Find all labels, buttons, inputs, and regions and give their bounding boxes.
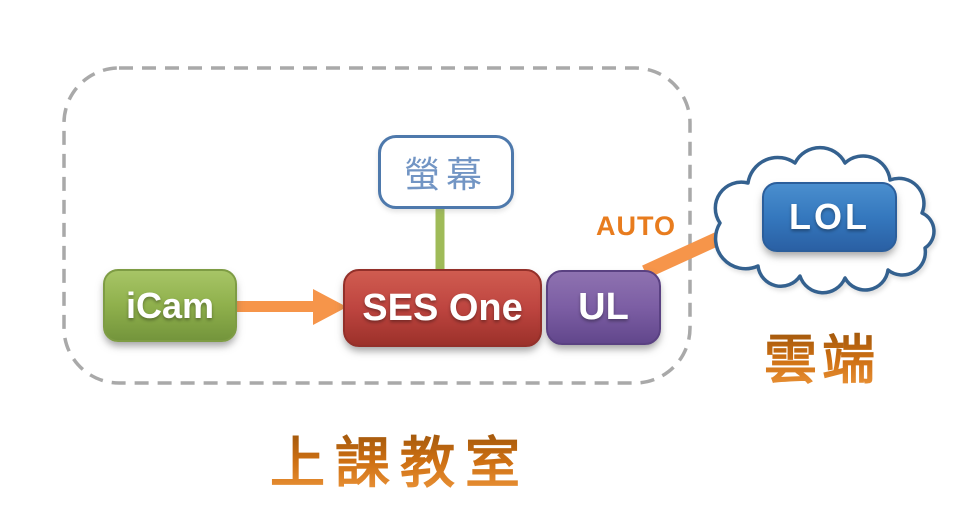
icam-ses-arrow — [232, 289, 347, 325]
node-icam-label: iCam — [125, 284, 215, 326]
node-lol-label: LOL — [789, 196, 870, 237]
node-screen-label: 螢幕 — [403, 154, 488, 195]
node-ul: UL — [546, 270, 661, 345]
node-ul-label: UL — [578, 286, 629, 328]
node-lol: LOL — [762, 182, 897, 252]
node-ses-one: SES One — [343, 269, 542, 347]
cloud-caption: 雲端 — [764, 318, 880, 394]
node-ses-one-label: SES One — [362, 286, 523, 329]
node-screen: 螢幕 — [378, 135, 514, 209]
classroom-caption: 上課教室 — [270, 418, 530, 498]
auto-arrow-label: AUTO — [596, 211, 677, 241]
node-icam: iCam — [103, 269, 237, 342]
